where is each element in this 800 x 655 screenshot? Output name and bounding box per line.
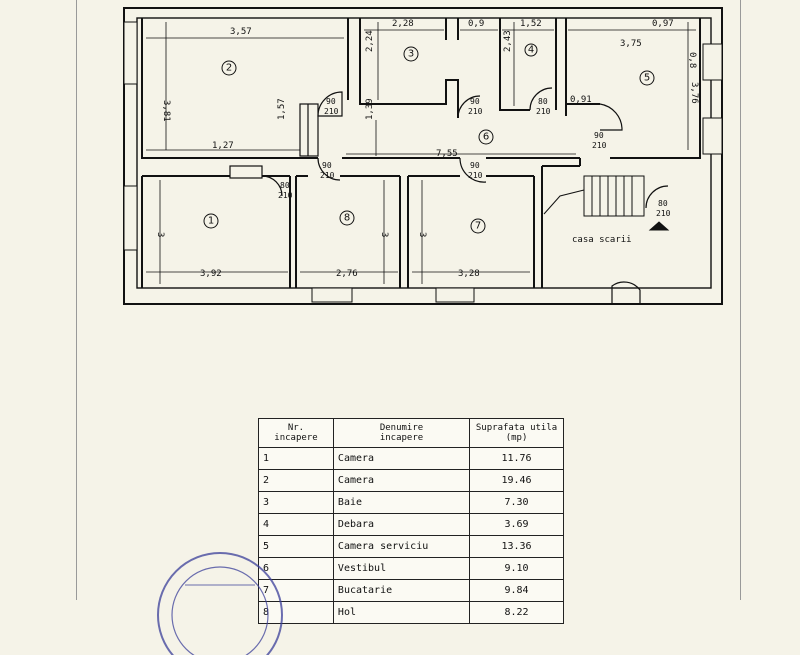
windows bbox=[123, 21, 723, 303]
dim-label: 3,57 bbox=[230, 27, 252, 37]
dim-label: 1,52 bbox=[520, 19, 542, 29]
dim-label: 3,76 bbox=[689, 82, 699, 104]
room-numbers bbox=[203, 43, 655, 234]
dim-label: 3 bbox=[155, 232, 165, 237]
dim-label: 3,92 bbox=[200, 269, 222, 279]
dim-label: 0,91 bbox=[570, 95, 592, 105]
stairs bbox=[543, 175, 670, 231]
door-width: 90 bbox=[594, 131, 604, 140]
door-swings bbox=[261, 87, 669, 209]
room-number: 4 bbox=[528, 45, 534, 56]
dim-label: 0,8 bbox=[687, 52, 697, 68]
dim-label: 3,81 bbox=[161, 100, 171, 122]
interior-walls bbox=[141, 18, 701, 288]
dimension-labels: 3,57 2,28 0,9 1,52 0,97 3,75 0,8 3,81 2,… bbox=[155, 19, 699, 279]
door-width: 90 bbox=[470, 97, 480, 106]
shaft bbox=[229, 103, 319, 179]
dim-label: 3,28 bbox=[458, 269, 480, 279]
door-height: 210 bbox=[656, 209, 671, 218]
room-number: 2 bbox=[226, 63, 232, 74]
door-width: 90 bbox=[470, 161, 480, 170]
door-height: 210 bbox=[468, 107, 483, 116]
page-frame-right bbox=[740, 0, 741, 600]
door-labels: 90 210 90 210 80 210 90 210 90 210 90 21… bbox=[278, 97, 671, 218]
door-height: 210 bbox=[320, 171, 335, 180]
dim-label: 3 bbox=[379, 232, 389, 237]
room-number: 5 bbox=[644, 73, 650, 84]
dim-label: 3,75 bbox=[620, 39, 642, 49]
entrance-door bbox=[611, 281, 641, 304]
door-height: 210 bbox=[468, 171, 483, 180]
stair-label: casa scarii bbox=[572, 235, 632, 245]
room-number: 1 bbox=[208, 216, 214, 227]
dim-label: 2,76 bbox=[336, 269, 358, 279]
dim-label: 0,97 bbox=[652, 19, 674, 29]
door-height: 210 bbox=[536, 107, 551, 116]
dim-label: 2,24 bbox=[365, 30, 375, 52]
dim-label: 2,28 bbox=[392, 19, 414, 29]
page-frame-left bbox=[76, 0, 77, 600]
room-number: 7 bbox=[475, 221, 481, 232]
room-number: 8 bbox=[344, 213, 350, 224]
dim-label: 2,43 bbox=[503, 30, 513, 52]
dim-label: 1,27 bbox=[212, 141, 234, 151]
door-width: 80 bbox=[280, 181, 290, 190]
door-height: 210 bbox=[592, 141, 607, 150]
dimension-lines bbox=[146, 22, 696, 284]
dim-label: 3 bbox=[417, 232, 427, 237]
header-nr: Nr.incapere bbox=[258, 418, 334, 448]
dim-label: 1,39 bbox=[365, 98, 375, 120]
outer-walls bbox=[123, 7, 723, 305]
door-width: 80 bbox=[538, 97, 548, 106]
header-area: Suprafata utila(mp) bbox=[469, 418, 564, 448]
door-width: 90 bbox=[322, 161, 332, 170]
door-height: 210 bbox=[324, 107, 339, 116]
dim-label: 0,9 bbox=[468, 19, 484, 29]
floor-plan: casa scarii 3,57 2,2 bbox=[123, 7, 723, 305]
door-height: 210 bbox=[278, 191, 293, 200]
official-stamp bbox=[157, 552, 283, 655]
door-width: 80 bbox=[658, 199, 668, 208]
room-number: 6 bbox=[483, 132, 489, 143]
room-number: 3 bbox=[408, 49, 414, 60]
dim-label: 7,55 bbox=[436, 149, 458, 159]
dim-label: 1,57 bbox=[277, 98, 287, 120]
door-width: 90 bbox=[326, 97, 336, 106]
